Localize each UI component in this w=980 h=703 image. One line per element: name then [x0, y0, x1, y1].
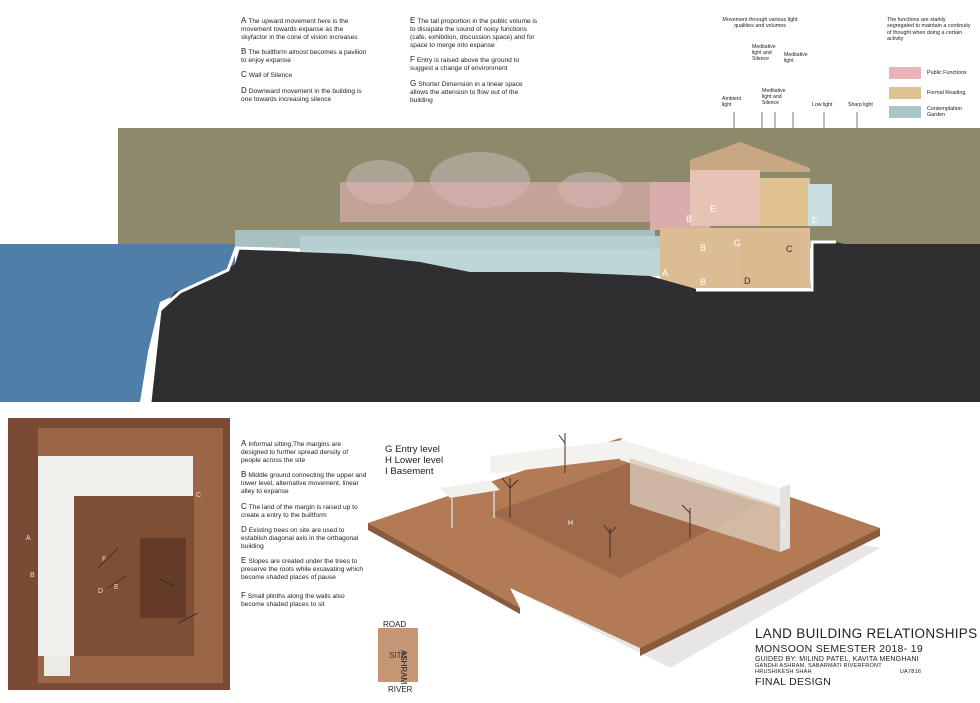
movement-note: Movement through various light qualities… [722, 17, 798, 30]
label-meditative-light-3: Meditative light and Silence [762, 88, 786, 107]
building-roof [690, 142, 810, 172]
section-letter-d: D [744, 276, 751, 286]
legend-swatch-public [889, 67, 921, 79]
level-basement: I Basement [385, 466, 434, 477]
label-low-light: Low light [812, 102, 833, 108]
plan-letter-b: B [30, 572, 35, 579]
plan-building-side [38, 456, 74, 656]
location-label: GANDHI ASHRAM, SABARMATI RIVERFRONT [755, 663, 882, 669]
legend-public: Public Functions [889, 67, 967, 79]
model-letter-h: H [568, 520, 574, 527]
plan-letter-d: D [98, 588, 104, 595]
river-water [0, 244, 235, 402]
title-block: LAND BUILDING RELATIONSHIPS MONSOON SEME… [755, 626, 977, 688]
final-design-label: FINAL DESIGN [755, 676, 832, 688]
legend-formal: Formal Reading [889, 87, 965, 99]
site-plan-model [8, 418, 230, 690]
page-title: LAND BUILDING RELATIONSHIPS [755, 626, 978, 641]
site-label-river: RIVER [388, 685, 413, 694]
legend-label-contemplation: Contemplation Garden [927, 106, 962, 118]
legend-contemplation: Contemplation Garden [889, 106, 967, 118]
functions-note: The functions are starkly segregated to … [887, 17, 971, 43]
plan-letter-a: A [26, 535, 31, 542]
levels-list: G Entry level H Lower level I Basement [385, 444, 443, 477]
section-letter-b3: B [700, 277, 707, 287]
guided-by: GUIDED BY: MILIND PATEL, KAVITA MENGHANI [755, 656, 919, 663]
section-letter-b1: B [686, 214, 693, 224]
ground-mass [150, 242, 980, 402]
site-label-road: ROAD [383, 620, 407, 629]
site-block: SITE [378, 628, 418, 682]
section-letter-a: A [662, 268, 669, 278]
site-label-ashram: ASHRAM [399, 650, 408, 685]
label-meditative-light-1: Meditative light and Silence [752, 44, 776, 63]
section-letter-c: C [786, 244, 793, 254]
legend-swatch-formal [889, 87, 921, 99]
legend-swatch-contemplation [889, 106, 921, 118]
label-sharp-light: Sharp light [848, 102, 873, 108]
legend-label-public: Public Functions [927, 70, 967, 76]
section-letter-e: E [710, 204, 717, 214]
section-letter-f: F [812, 216, 818, 226]
student-code: UA7816 [899, 669, 922, 675]
model-long-building [620, 440, 780, 508]
label-ambient-light: Ambient light [722, 96, 742, 109]
section-letter-g: G [734, 238, 742, 248]
plan-letter-f: F [102, 556, 107, 563]
plan-letter-c: C [196, 492, 202, 499]
legend-label-formal: Formal Reading [927, 90, 966, 96]
level-lower: H Lower level [385, 455, 444, 466]
section-letter-b2: B [700, 243, 707, 253]
site-label-site: SITE [389, 650, 407, 660]
public-volume [340, 182, 650, 222]
model-letter-g: G [781, 522, 787, 529]
semester-label: MONSOON SEMESTER 2018- 19 [755, 643, 923, 655]
label-meditative-light-2: Meditative light [784, 52, 808, 65]
plan-letter-e: E [114, 584, 119, 591]
level-entry: G Entry level [385, 444, 440, 455]
axonometric-model [368, 433, 880, 668]
site-section-drawing [0, 112, 980, 403]
